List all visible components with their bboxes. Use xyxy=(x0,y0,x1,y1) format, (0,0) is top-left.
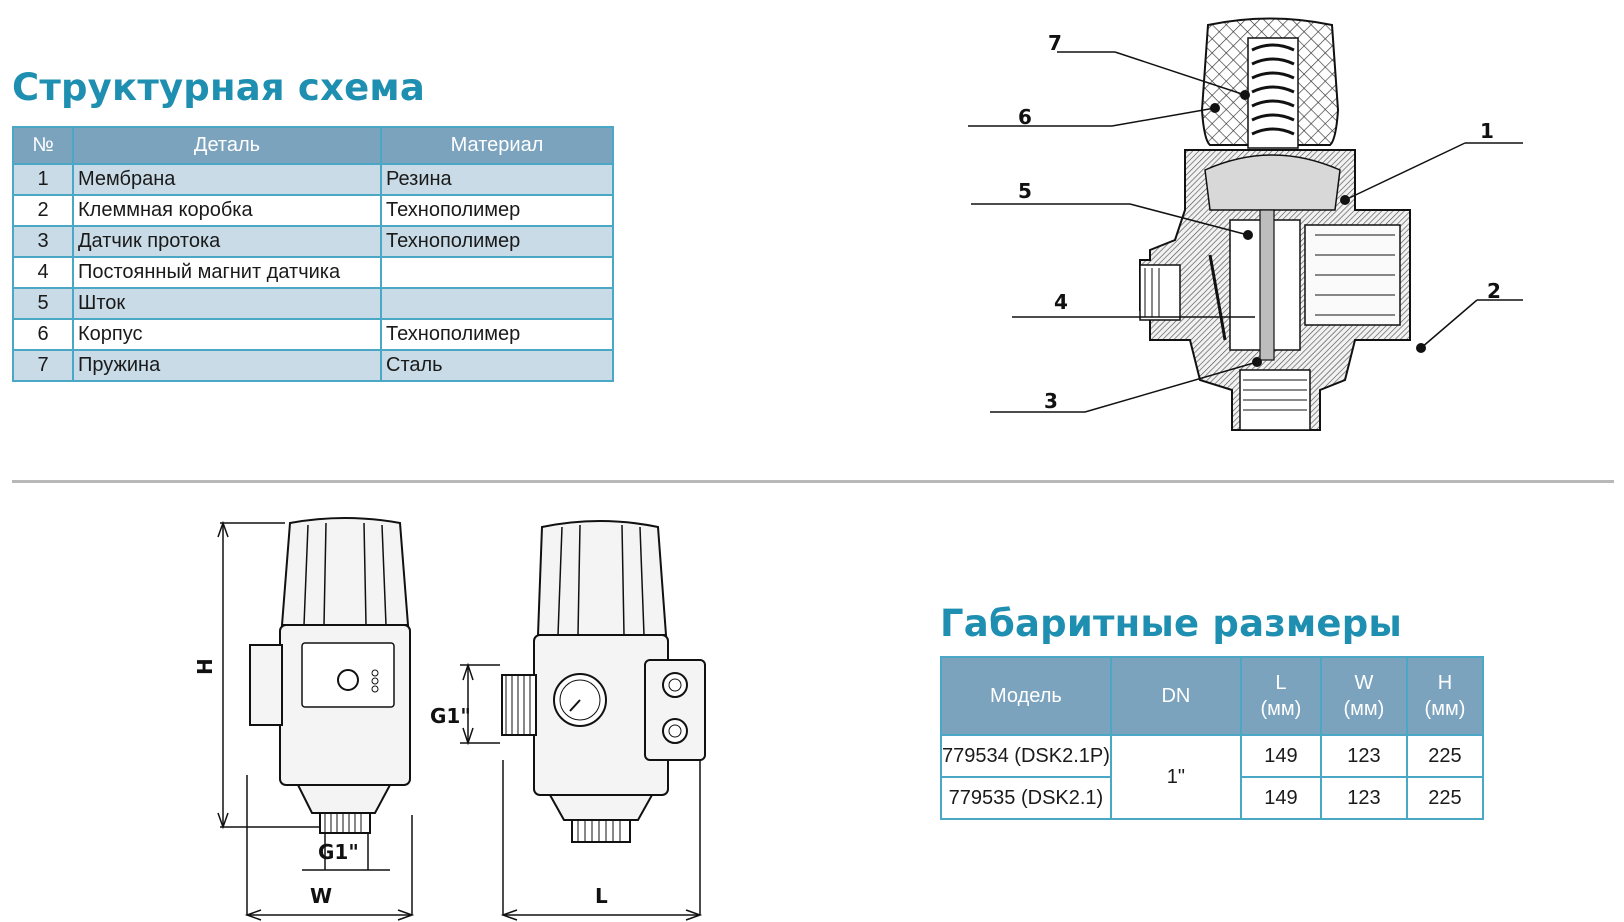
row-part: Мембрана xyxy=(72,163,382,196)
table-row: 6 Корпус Технополимер xyxy=(12,318,614,351)
table-row: 5 Шток xyxy=(12,287,614,320)
dimensions-title: Габаритные размеры xyxy=(940,602,1403,645)
row-part: Клеммная коробка xyxy=(72,194,382,227)
pump-cap-side xyxy=(536,520,668,636)
table-row: 779535 (DSK2.1) 149 123 225 xyxy=(940,776,1485,820)
row-part: Датчик протока xyxy=(72,225,382,258)
table-row: 1 Мембрана Резина xyxy=(12,163,614,196)
row-material: Технополимер xyxy=(380,225,614,258)
row-material: Технополимер xyxy=(380,318,614,351)
header-w: W(мм) xyxy=(1319,656,1408,736)
table-header-row: № Деталь Материал xyxy=(12,126,614,165)
spring-shape xyxy=(1251,43,1295,136)
table-row: 2 Клеммная коробка Технополимер xyxy=(12,194,614,227)
row-h: 225 xyxy=(1405,734,1485,778)
row-model: 779534 (DSK2.1P) xyxy=(940,734,1112,778)
table-row: 7 Пружина Сталь xyxy=(12,349,614,382)
label-g1-bottom: G1" xyxy=(318,840,359,864)
row-num: 2 xyxy=(12,194,74,227)
label-4: 4 xyxy=(1054,290,1068,314)
row-l: 149 xyxy=(1239,776,1322,820)
row-num: 6 xyxy=(12,318,74,351)
row-w: 123 xyxy=(1319,776,1408,820)
pump-cap xyxy=(280,517,410,626)
row-w: 123 xyxy=(1319,734,1408,778)
label-2: 2 xyxy=(1487,279,1501,303)
header-dn: DN xyxy=(1109,656,1242,736)
row-num: 5 xyxy=(12,287,74,320)
row-num: 3 xyxy=(12,225,74,258)
row-model: 779535 (DSK2.1) xyxy=(940,776,1112,820)
front-view-drawing: H G1" W xyxy=(193,517,415,921)
row-num: 7 xyxy=(12,349,74,382)
header-h: H(мм) xyxy=(1405,656,1485,736)
label-l: L xyxy=(595,884,608,908)
label-1: 1 xyxy=(1480,119,1494,143)
header-l: L(мм) xyxy=(1239,656,1322,736)
row-num: 4 xyxy=(12,256,74,289)
row-material: Технополимер xyxy=(380,194,614,227)
section-divider xyxy=(12,480,1614,483)
header-material: Материал xyxy=(380,126,614,165)
dimensions-table: Модель DN L(мм) W(мм) H(мм) 779534 (DSK2… xyxy=(940,656,1485,820)
row-material xyxy=(380,287,614,320)
row-material xyxy=(380,256,614,289)
row-material: Резина xyxy=(380,163,614,196)
table-row: 779534 (DSK2.1P) 1" 149 123 225 xyxy=(940,734,1485,820)
row-material: Сталь xyxy=(380,349,614,382)
label-w: W xyxy=(310,884,332,908)
label-g1-side: G1" xyxy=(430,704,471,728)
label-h: H xyxy=(193,658,217,675)
label-6: 6 xyxy=(1018,105,1032,129)
row-dn: 1" xyxy=(1109,734,1242,820)
table-header-row: Модель DN L(мм) W(мм) H(мм) xyxy=(940,656,1485,736)
header-part: Деталь xyxy=(72,126,382,165)
row-h: 225 xyxy=(1405,776,1485,820)
label-5: 5 xyxy=(1018,179,1032,203)
label-3: 3 xyxy=(1044,389,1058,413)
table-row: 3 Датчик протока Технополимер xyxy=(12,225,614,258)
row-part: Шток xyxy=(72,287,382,320)
side-view-drawing: G1" L xyxy=(430,520,706,921)
header-num: № xyxy=(12,126,74,165)
table-row: 4 Постоянный магнит датчика xyxy=(12,256,614,289)
row-part: Корпус xyxy=(72,318,382,351)
row-num: 1 xyxy=(12,163,74,196)
label-7: 7 xyxy=(1048,31,1062,55)
row-part: Пружина xyxy=(72,349,382,382)
parts-table: № Деталь Материал 1 Мембрана Резина 2 Кл… xyxy=(12,126,614,382)
structure-title: Структурная схема xyxy=(12,66,426,109)
row-l: 149 xyxy=(1239,734,1322,778)
cross-section-drawing: 7 6 5 4 3 1 2 xyxy=(968,17,1523,431)
row-part: Постоянный магнит датчика xyxy=(72,256,382,289)
header-model: Модель xyxy=(940,656,1112,736)
